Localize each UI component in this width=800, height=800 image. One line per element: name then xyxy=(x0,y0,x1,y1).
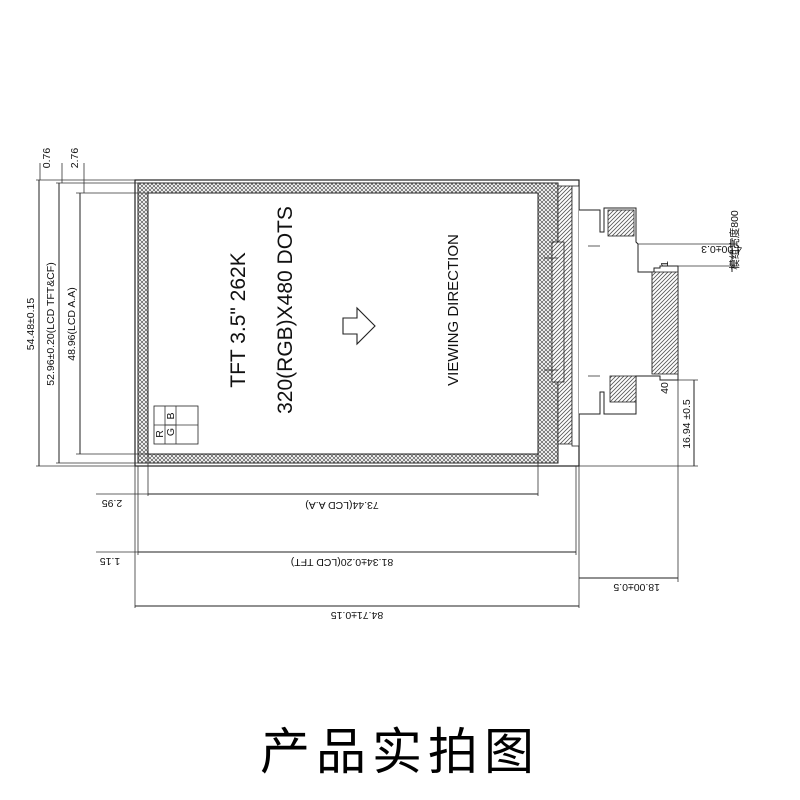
lcd-panel: B G R TFT 3.5" 262K 320(RGB)X480 DOTS VI… xyxy=(134,179,580,467)
bottom-dimensions: 73.44(LCD A.A) 81.34±0.20(LCD TFT) 84.71… xyxy=(96,454,580,621)
fpc-cable: 1 40 xyxy=(579,207,679,415)
pin-40-label: 40 xyxy=(659,382,671,394)
dim-0-76: 0.76 xyxy=(41,148,53,169)
dim-height-outline: 54.48±0.15 xyxy=(25,298,37,351)
dim-width-tft: 81.34±0.20(LCD TFT) xyxy=(291,556,393,568)
pin-1-label: 1 xyxy=(659,261,671,267)
caption-product-photo: 产品实拍图 xyxy=(260,723,540,781)
dim-fpc-width: 4.00±0.3 xyxy=(701,243,742,255)
rgb-label-g: G xyxy=(165,428,177,436)
dim-fpc-position: 16.94 ±0.5 xyxy=(681,399,693,449)
rgb-label-r: R xyxy=(154,430,166,438)
rgb-pixel-box: B G R xyxy=(153,405,199,445)
fpc-contacts xyxy=(651,271,679,375)
dim-height-aa: 48.96(LCD A.A) xyxy=(66,287,78,361)
edge-strip xyxy=(571,185,580,447)
brightness-note: 模组亮度800 xyxy=(728,210,741,270)
dim-fpc-length: 18.00±0.5 xyxy=(613,581,660,593)
dim-1-15: 1.15 xyxy=(100,555,121,567)
viewing-arrow-icon xyxy=(342,306,376,346)
left-dimensions: 0.76 2.76 54.48±0.15 52.96±0.20(LCD TFT&… xyxy=(25,148,148,467)
fpc-pad-top xyxy=(607,209,635,237)
viewing-direction: VIEWING DIRECTION xyxy=(445,234,462,386)
dim-width-outline: 84.71±0.15 xyxy=(331,609,384,621)
dim-height-tft: 52.96±0.20(LCD TFT&CF) xyxy=(45,262,57,385)
rgb-label-b: B xyxy=(165,412,177,419)
driver-ic xyxy=(551,241,565,383)
fpc-pad-bottom xyxy=(609,375,637,403)
dim-2-95: 2.95 xyxy=(102,497,123,509)
dim-2-76: 2.76 xyxy=(69,148,81,169)
dim-width-aa: 73.44(LCD A.A) xyxy=(305,499,379,511)
fpc-dimensions: 4.00±0.3 16.94 ±0.5 18.00±0.5 模组亮度800 xyxy=(579,210,742,593)
panel-resolution: 320(RGB)X480 DOTS xyxy=(274,206,297,414)
panel-title: TFT 3.5" 262K xyxy=(227,252,250,387)
